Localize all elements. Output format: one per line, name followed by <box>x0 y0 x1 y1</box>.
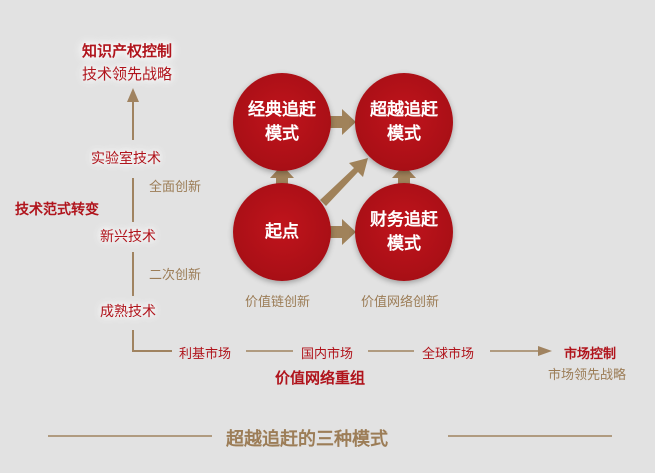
niche-market-label: 利基市场 <box>179 347 232 362</box>
start-circle: 起点 <box>233 183 331 281</box>
domestic-market-label: 国内市场 <box>301 347 354 362</box>
paradigm-shift-label: 技术范式转变 <box>15 202 99 218</box>
lab-tech-label: 实验室技术 <box>91 151 161 167</box>
value-chain-caption: 价值链创新 <box>245 295 311 310</box>
market-leadership-label: 市场领先战略 <box>548 368 627 383</box>
classic-catchup-circle: 经典追赶模式 <box>233 73 331 171</box>
beyond-catchup-circle: 超越追赶模式 <box>355 73 453 171</box>
emerging-tech-label: 新兴技术 <box>100 229 156 245</box>
ip-control-label: 知识产权控制 <box>82 42 173 60</box>
arrow-up-icon <box>127 88 139 102</box>
tech-leadership-label: 技术领先战略 <box>82 65 173 83</box>
market-control-label: 市场控制 <box>564 347 617 362</box>
value-network-restructure-label: 价值网络重组 <box>275 369 366 387</box>
full-innovation-label: 全面创新 <box>149 180 202 195</box>
global-market-label: 全球市场 <box>422 347 475 362</box>
diagram-title: 超越追赶的三种模式 <box>226 429 388 450</box>
value-network-caption: 价值网络创新 <box>361 295 440 310</box>
mature-tech-label: 成熟技术 <box>100 304 156 320</box>
finance-catchup-circle: 财务追赶模式 <box>355 183 453 281</box>
secondary-innovation-label: 二次创新 <box>149 268 202 283</box>
arrow-right-icon <box>538 346 552 356</box>
